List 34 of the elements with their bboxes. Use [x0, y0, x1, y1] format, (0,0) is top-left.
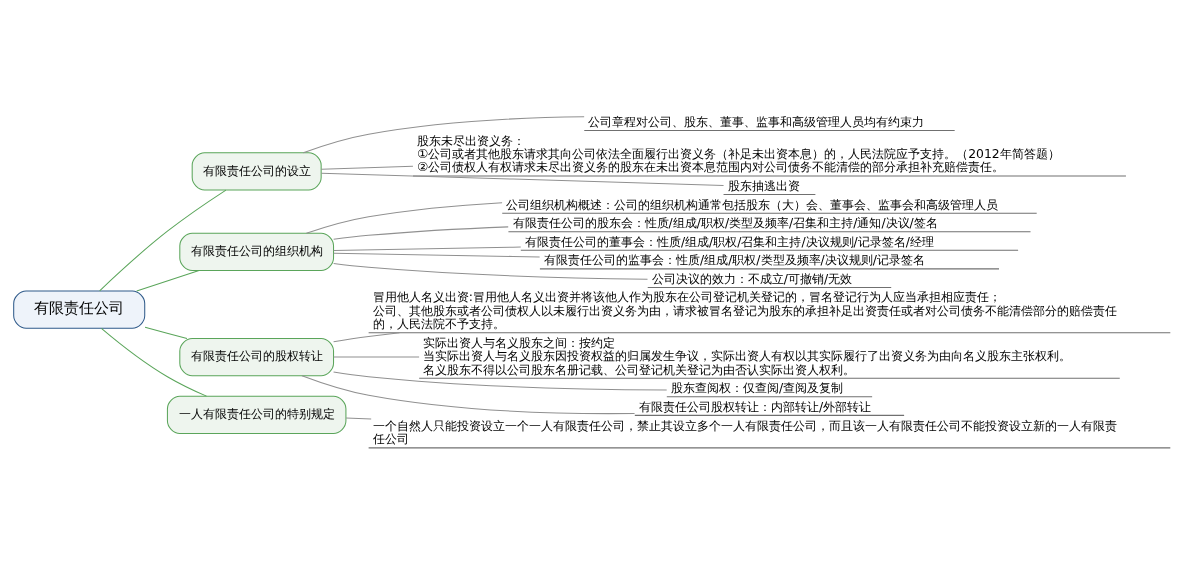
- connector: [333, 226, 509, 240]
- connector: [333, 246, 522, 251]
- connector: [320, 165, 414, 170]
- node-text: 股东抽逃出资: [727, 179, 800, 194]
- node-text: 公司决议的效力：不成立/可撤销/无效: [651, 271, 853, 286]
- node-text: 有限责任公司的董事会：性质/组成/职权/召集和主持/决议规则/记录签名/经理: [524, 234, 934, 249]
- connector: [320, 172, 725, 186]
- node-text: 有限责任公司的股东会：性质/组成/职权/类型及频率/召集和主持/通知/决议/签名: [512, 216, 938, 231]
- node-box: 有限责任公司的组织机构: [179, 232, 335, 271]
- node-text: 公司章程对公司、股东、董事、监事和高级管理人员均有约束力: [588, 115, 925, 130]
- connector: [144, 326, 188, 339]
- node-box: 有限责任公司的设立: [191, 152, 322, 191]
- connector: [99, 189, 227, 292]
- node-box: 有限责任公司的股权转让: [179, 338, 335, 377]
- connector: [345, 417, 372, 420]
- node-text: 冒用他人名义出资:冒用他人名义出资并将该他人作为股东在公司登记机关登记的，冒名登记行为人应当承担相应责任； 公司、其他股东或者公司债权人以未履行出资义务为由，请求被冒名登记为股东的承担补足出资责任或者对公司债务不能清偿部分的赔偿责任的，人民法院不予支持。: [372, 290, 1117, 332]
- connector: [333, 371, 668, 391]
- connector: [333, 356, 420, 358]
- node-text: 有限责任公司的监事会：性质/组成/职权/类型及频率/决议规则/记录签名: [544, 253, 925, 268]
- connector: [333, 263, 649, 280]
- node-text: 股东未尽出资义务： ①公司或者其他股东请求其向公司依法全面履行出资义务（补足未出资本息）的，人民法院应予支持。（2012年简答题） ②公司债权人有权请求未尽出资义务的股东在未出资本息范围内对公司债务不能清偿的部分承担补充赔偿责任。: [417, 133, 1060, 175]
- node-box: 有限责任公司: [13, 290, 146, 329]
- connector: [302, 116, 585, 154]
- connector: [136, 270, 200, 292]
- node-text: 实际出资人与名义股东之间：按约定 当实际出资人与名义股东因投资权益的归属发生争议，实际出资人有权以其实际履行了出资义务为由向名义股东主张权利。 名义股东不得以公司股东名册记载、公司登记机关登记为由否认实际出资人权利。: [423, 335, 1072, 377]
- connector: [333, 332, 401, 343]
- connector: [301, 375, 636, 415]
- connector: [305, 202, 503, 234]
- connector: [333, 252, 541, 258]
- node-text: 股东查阅权：仅查阅/查阅及复制: [670, 381, 844, 396]
- node-box: 一人有限责任公司的特别规定: [166, 395, 347, 434]
- node-text: 公司组织机构概述：公司的组织机构通常包括股东（大）会、董事会、监事会和高级管理人员: [506, 197, 999, 212]
- node-text: 一个自然人只能投资设立一个一人有限责任公司，禁止其设立多个一人有限责任公司，而且该一人有限责任公司不能投资设立新的一人有限责任公司: [372, 418, 1117, 447]
- node-text: 有限责任公司股权转让：内部转让/外部转让: [638, 399, 872, 414]
